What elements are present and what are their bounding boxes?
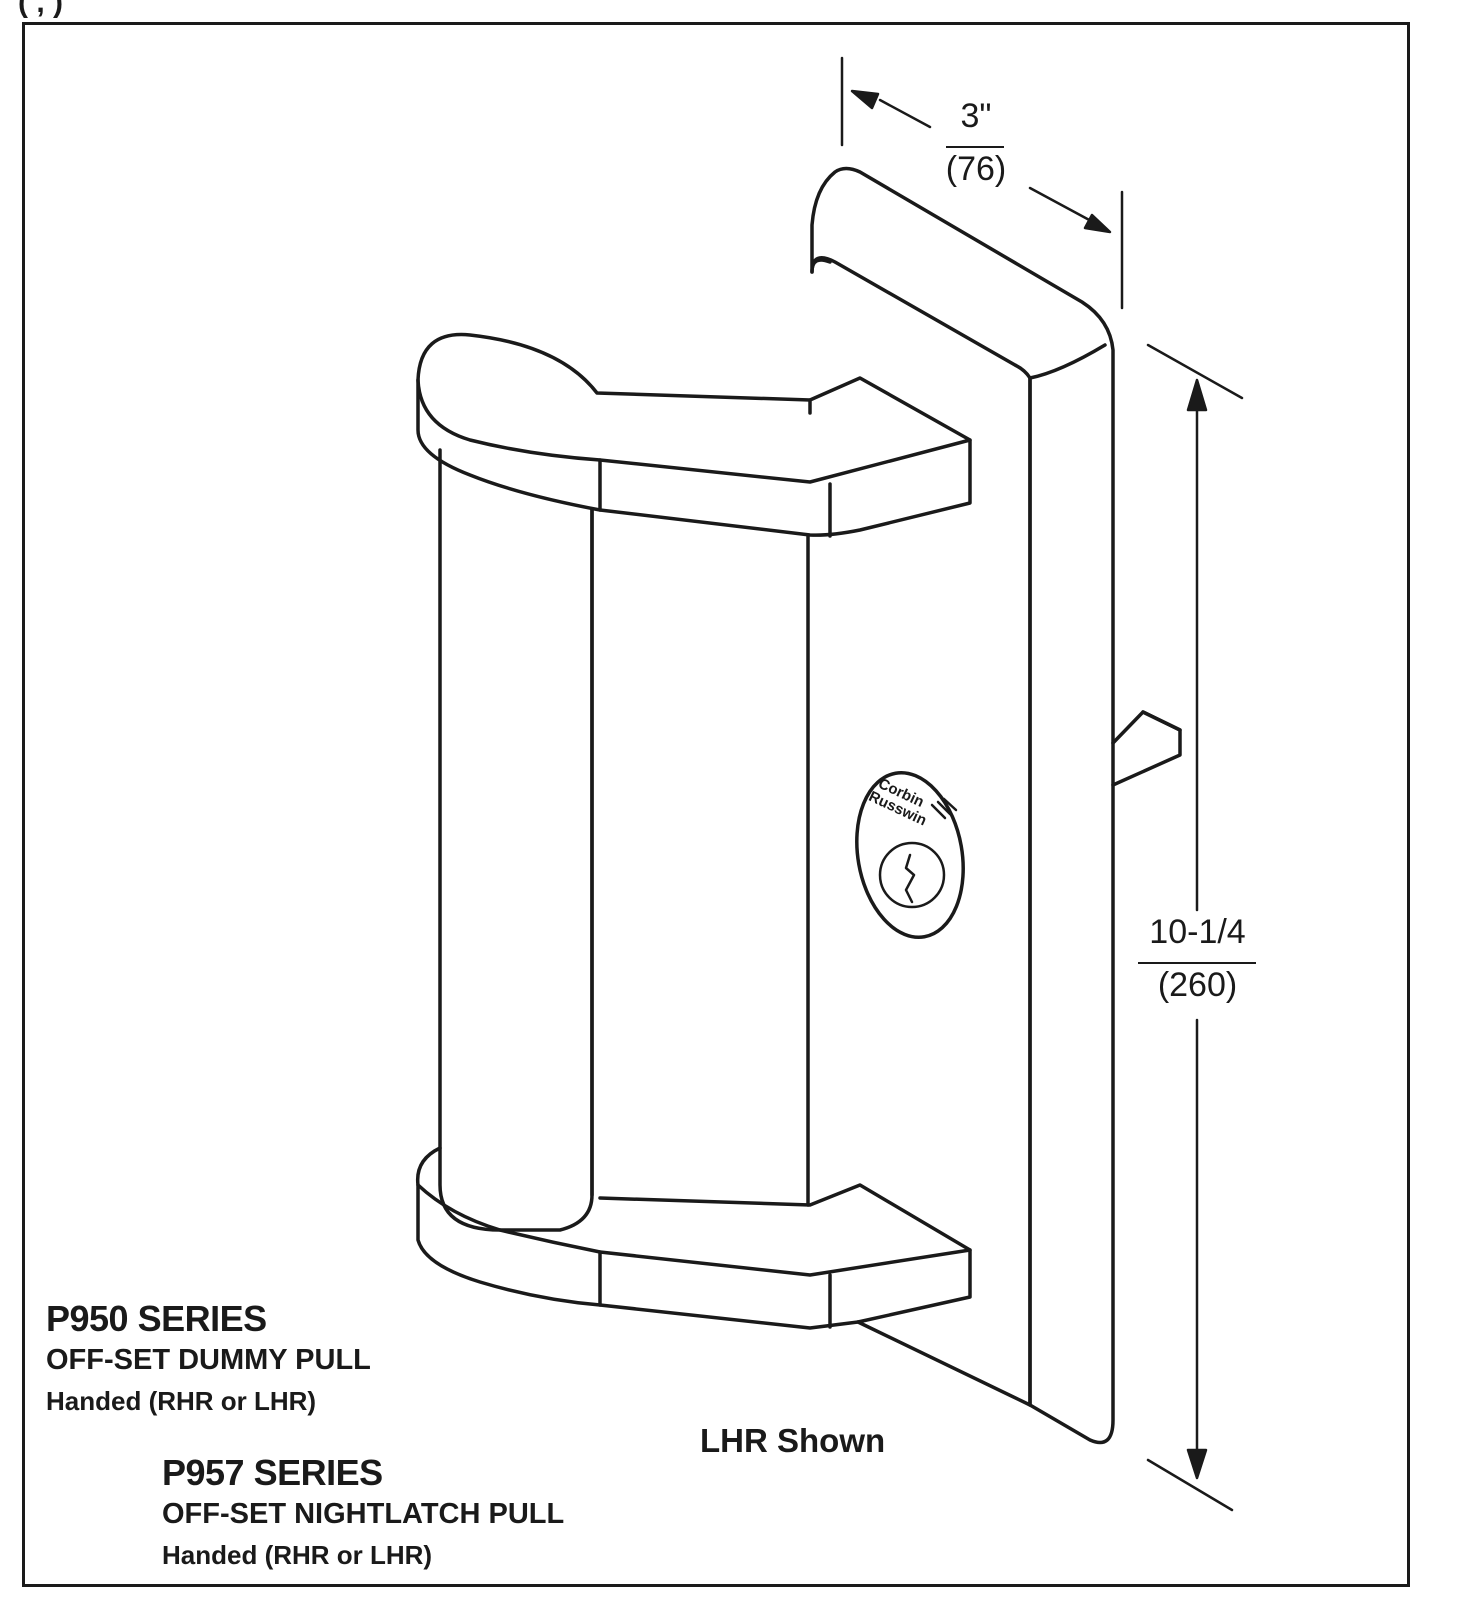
- handle-top-arm: [416, 332, 972, 538]
- height-dimension: [1146, 343, 1244, 1512]
- depth-arrow-left-icon: [850, 89, 880, 110]
- height-arrow-up-icon: [1186, 378, 1208, 412]
- height-metric-label: (260): [1157, 966, 1238, 1004]
- handle-bottom-arm: [415, 1146, 1032, 1407]
- latch-bolt: [1111, 710, 1182, 787]
- header-fragment: ( , ): [18, 0, 63, 19]
- depth-metric-label: (76): [945, 150, 1007, 188]
- series-1-model: P950 SERIES: [46, 1298, 267, 1339]
- series-1-handing: Handed (RHR or LHR): [46, 1386, 317, 1416]
- depth-dimension: [840, 56, 1124, 310]
- drawing-border: [22, 22, 1410, 1587]
- hand-shown-label: LHR Shown: [700, 1422, 886, 1459]
- key-cylinder: Corbin Russwin: [855, 771, 965, 939]
- depth-arrow-right-icon: [1083, 213, 1112, 234]
- height-imperial-label: 10-1/4: [1149, 913, 1246, 951]
- series-2-handing: Handed (RHR or LHR): [162, 1540, 433, 1570]
- series-2-model: P957 SERIES: [162, 1452, 383, 1493]
- height-arrow-down-icon: [1186, 1448, 1208, 1480]
- series-2-name: OFF-SET NIGHTLATCH PULL: [162, 1498, 565, 1530]
- height-fraction-bar: [1138, 962, 1256, 964]
- series-1-name: OFF-SET DUMMY PULL: [46, 1344, 371, 1376]
- depth-fraction-bar: [946, 146, 1004, 148]
- handle-grip: [438, 448, 810, 1232]
- depth-imperial-label: 3": [960, 97, 992, 135]
